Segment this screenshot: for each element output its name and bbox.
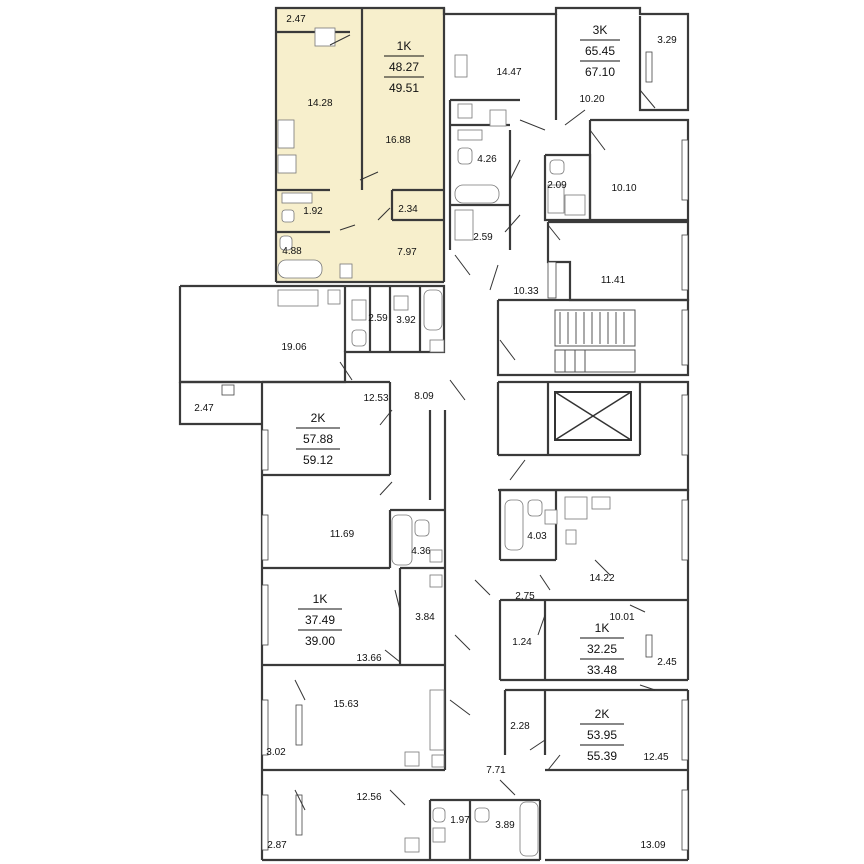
room-area: 3.84 xyxy=(415,612,435,623)
apartment-total-area: 39.00 xyxy=(305,634,335,648)
apartment-type: 2K xyxy=(311,411,326,425)
apartment-type: 1K xyxy=(313,592,328,606)
apartment-type: 2K xyxy=(595,707,610,721)
room-area: 2.75 xyxy=(515,591,535,602)
apartment-type: 3K xyxy=(593,23,608,37)
bathroom-fixtures xyxy=(277,27,611,857)
room-area: 2.45 xyxy=(657,657,677,668)
selected-apartment-highlight[interactable] xyxy=(276,8,444,282)
windows xyxy=(221,51,689,851)
room-area: 7.97 xyxy=(397,247,417,258)
room-area: 2.59 xyxy=(368,313,388,324)
room-area: 2.09 xyxy=(547,180,567,191)
room-area: 2.47 xyxy=(194,403,214,414)
doors xyxy=(294,34,656,811)
apartment-label-3k[interactable]: 3K 65.45 67.10 xyxy=(580,23,620,79)
room-area: 1.92 xyxy=(303,206,323,217)
apartment-label-1k-a[interactable]: 1K 48.27 49.51 xyxy=(384,39,424,95)
room-area: 19.06 xyxy=(281,342,306,353)
apartment-label-2k-b[interactable]: 2K 53.95 55.39 xyxy=(580,707,624,763)
apartment-total-area: 33.48 xyxy=(587,663,617,677)
apartment-total-area: 55.39 xyxy=(587,749,617,763)
room-area: 10.20 xyxy=(579,94,604,105)
apartment-living-area: 53.95 xyxy=(587,728,617,742)
apartment-living-area: 32.25 xyxy=(587,642,617,656)
room-area: 2.34 xyxy=(398,204,418,215)
room-area: 14.22 xyxy=(589,573,614,584)
room-area: 3.89 xyxy=(495,820,515,831)
room-area: 11.41 xyxy=(601,275,626,286)
room-area: 4.88 xyxy=(282,246,302,257)
room-area: 12.56 xyxy=(356,792,381,803)
room-labels: 2.47 14.28 16.88 1.92 2.34 4.88 7.97 14.… xyxy=(194,14,677,851)
room-area: 14.28 xyxy=(307,98,332,109)
room-area: 7.71 xyxy=(486,765,506,776)
room-area: 12.53 xyxy=(363,393,388,404)
room-area: 4.03 xyxy=(527,531,547,542)
room-area: 2.59 xyxy=(473,232,493,243)
apartment-type: 1K xyxy=(397,39,412,53)
apartment-total-area: 59.12 xyxy=(303,453,333,467)
room-area: 4.36 xyxy=(411,546,431,557)
room-area: 10.10 xyxy=(611,183,636,194)
room-area: 2.87 xyxy=(267,840,287,851)
apartment-living-area: 37.49 xyxy=(305,613,335,627)
room-area: 16.88 xyxy=(385,135,410,146)
room-area: 1.97 xyxy=(450,815,470,826)
room-area: 10.01 xyxy=(609,612,634,623)
walls xyxy=(178,6,690,862)
room-area: 10.33 xyxy=(513,286,538,297)
room-area: 13.09 xyxy=(640,840,665,851)
room-area: 15.63 xyxy=(333,699,358,710)
apartment-label-2k-a[interactable]: 2K 57.88 59.12 xyxy=(296,411,340,467)
room-area: 3.92 xyxy=(396,315,416,326)
apartment-total-area: 49.51 xyxy=(389,81,419,95)
room-area: 3.02 xyxy=(266,747,286,758)
room-area: 12.45 xyxy=(643,752,668,763)
room-area: 1.24 xyxy=(512,637,532,648)
stairwell xyxy=(554,309,636,373)
room-area: 4.26 xyxy=(477,154,497,165)
apartment-living-area: 57.88 xyxy=(303,432,333,446)
apartment-type: 1K xyxy=(595,621,610,635)
room-area: 3.29 xyxy=(657,35,677,46)
apartment-living-area: 65.45 xyxy=(585,44,615,58)
apartment-label-1k-c[interactable]: 1K 32.25 33.48 xyxy=(580,621,624,677)
room-area: 13.66 xyxy=(356,653,381,664)
room-area: 11.69 xyxy=(330,529,355,540)
room-area: 2.28 xyxy=(510,721,530,732)
room-area: 2.47 xyxy=(286,14,306,25)
elevator xyxy=(554,391,632,441)
room-area: 8.09 xyxy=(414,391,434,402)
apartment-living-area: 48.27 xyxy=(389,60,419,74)
apartment-label-1k-b[interactable]: 1K 37.49 39.00 xyxy=(298,592,342,648)
room-area: 14.47 xyxy=(496,67,521,78)
apartment-total-area: 67.10 xyxy=(585,65,615,79)
